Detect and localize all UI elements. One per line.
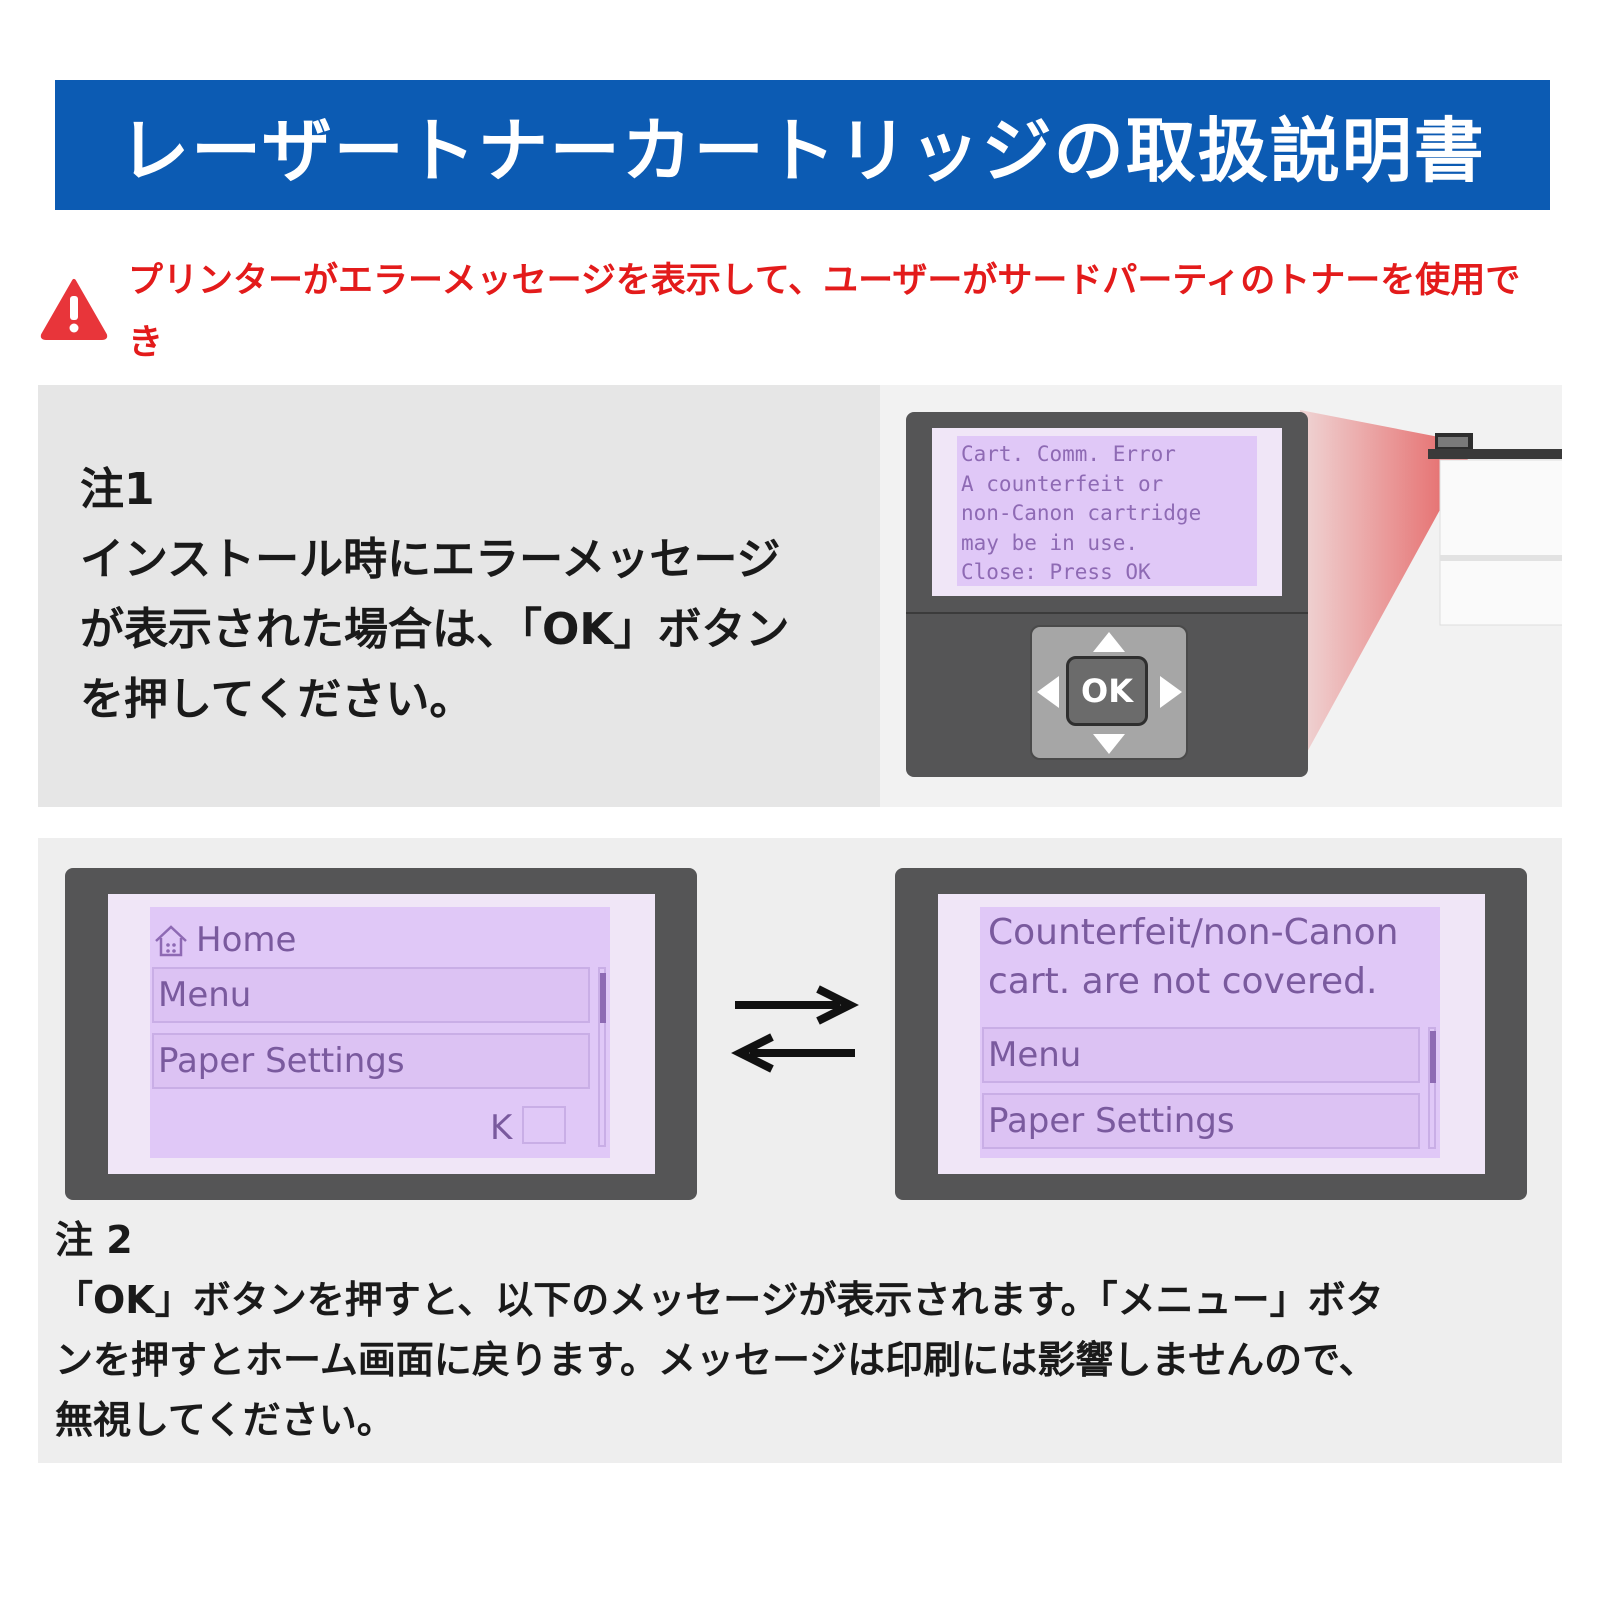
- toner-k-label: K: [490, 1108, 513, 1148]
- lcd-line-3: non-Canon cartridge: [961, 501, 1202, 525]
- arrow-up-icon[interactable]: [1093, 632, 1125, 652]
- warning-line-1: プリンターがエラーメッセージを表示して、ユーザーがサードパーティのトナーを使用で…: [128, 261, 1521, 363]
- message-scrollbar-thumb[interactable]: [1430, 1031, 1436, 1083]
- panel-divider: [906, 612, 1308, 614]
- lcd-line-1: Cart. Comm. Error: [961, 442, 1176, 466]
- note1-heading: 注1: [80, 464, 155, 515]
- lcd-error-display: Cart. Comm. Error A counterfeit or non-Can…: [957, 436, 1257, 586]
- lcd-line-2: A counterfeit or: [961, 471, 1164, 496]
- zoom-beam: [1300, 410, 1562, 765]
- ok-button[interactable]: OK: [1066, 656, 1148, 726]
- warning-triangle-icon: [40, 279, 108, 340]
- home-icon: [155, 925, 187, 957]
- note1-line-1: インストール時にエラーメッセージ: [80, 534, 781, 585]
- note2-line-2: ンを押すとホーム画面に戻ります。メッセージは印刷には影響しませんので、: [55, 1338, 1377, 1382]
- lcd-line-4: may be in use.: [961, 530, 1139, 555]
- note1-panel: [38, 385, 880, 807]
- message-line-2: cart. are not covered.: [988, 961, 1378, 1002]
- home-scroll-track[interactable]: [598, 967, 606, 1147]
- lcd-line-5: Close: Press OK: [961, 560, 1151, 584]
- home-scrollbar-thumb[interactable]: [600, 973, 606, 1023]
- note1-line-3: を押してください。: [80, 674, 474, 725]
- message-paper-row[interactable]: [982, 1093, 1420, 1149]
- message-menu-row[interactable]: [982, 1027, 1420, 1083]
- note2-text: 注 2 「OK」ボタンを押すと、以下のメッセージが表示されます。「メニュー」ボタ…: [55, 1210, 1565, 1450]
- message-paper-label: Paper Settings: [988, 1101, 1235, 1141]
- page-title: レーザートナーカートリッジの取扱説明書: [119, 108, 1486, 192]
- home-paper-row[interactable]: [152, 1033, 590, 1089]
- home-screen-lcd: [150, 907, 610, 1158]
- home-menu-label: Menu: [158, 975, 252, 1015]
- home-label: Home: [196, 920, 297, 960]
- swap-arrows-icon: [731, 985, 859, 1073]
- note1-text: 注1 インストール時にエラーメッセージ が表示された場合は、「OK」ボタン を押…: [80, 455, 860, 735]
- toner-k-gauge: [522, 1106, 566, 1144]
- arrow-down-icon[interactable]: [1093, 734, 1125, 754]
- note2-line-3: 無視してください。: [55, 1398, 395, 1442]
- title-banner: レーザートナーカートリッジの取扱説明書: [55, 80, 1550, 210]
- note2-line-1: 「OK」ボタンを押すと、以下のメッセージが表示されます。「メニュー」ボタ: [55, 1278, 1384, 1322]
- message-line-1: Counterfeit/non-Canon: [988, 912, 1399, 953]
- home-paper-label: Paper Settings: [158, 1041, 405, 1081]
- arrow-right-icon[interactable]: [1160, 676, 1182, 708]
- home-menu-row[interactable]: [152, 967, 590, 1023]
- message-menu-label: Menu: [988, 1035, 1082, 1075]
- arrow-left-icon[interactable]: [1037, 676, 1059, 708]
- note2-heading: 注 2: [55, 1218, 133, 1262]
- note1-line-2: が表示された場合は、「OK」ボタン: [80, 604, 790, 655]
- message-scroll-track[interactable]: [1428, 1027, 1436, 1149]
